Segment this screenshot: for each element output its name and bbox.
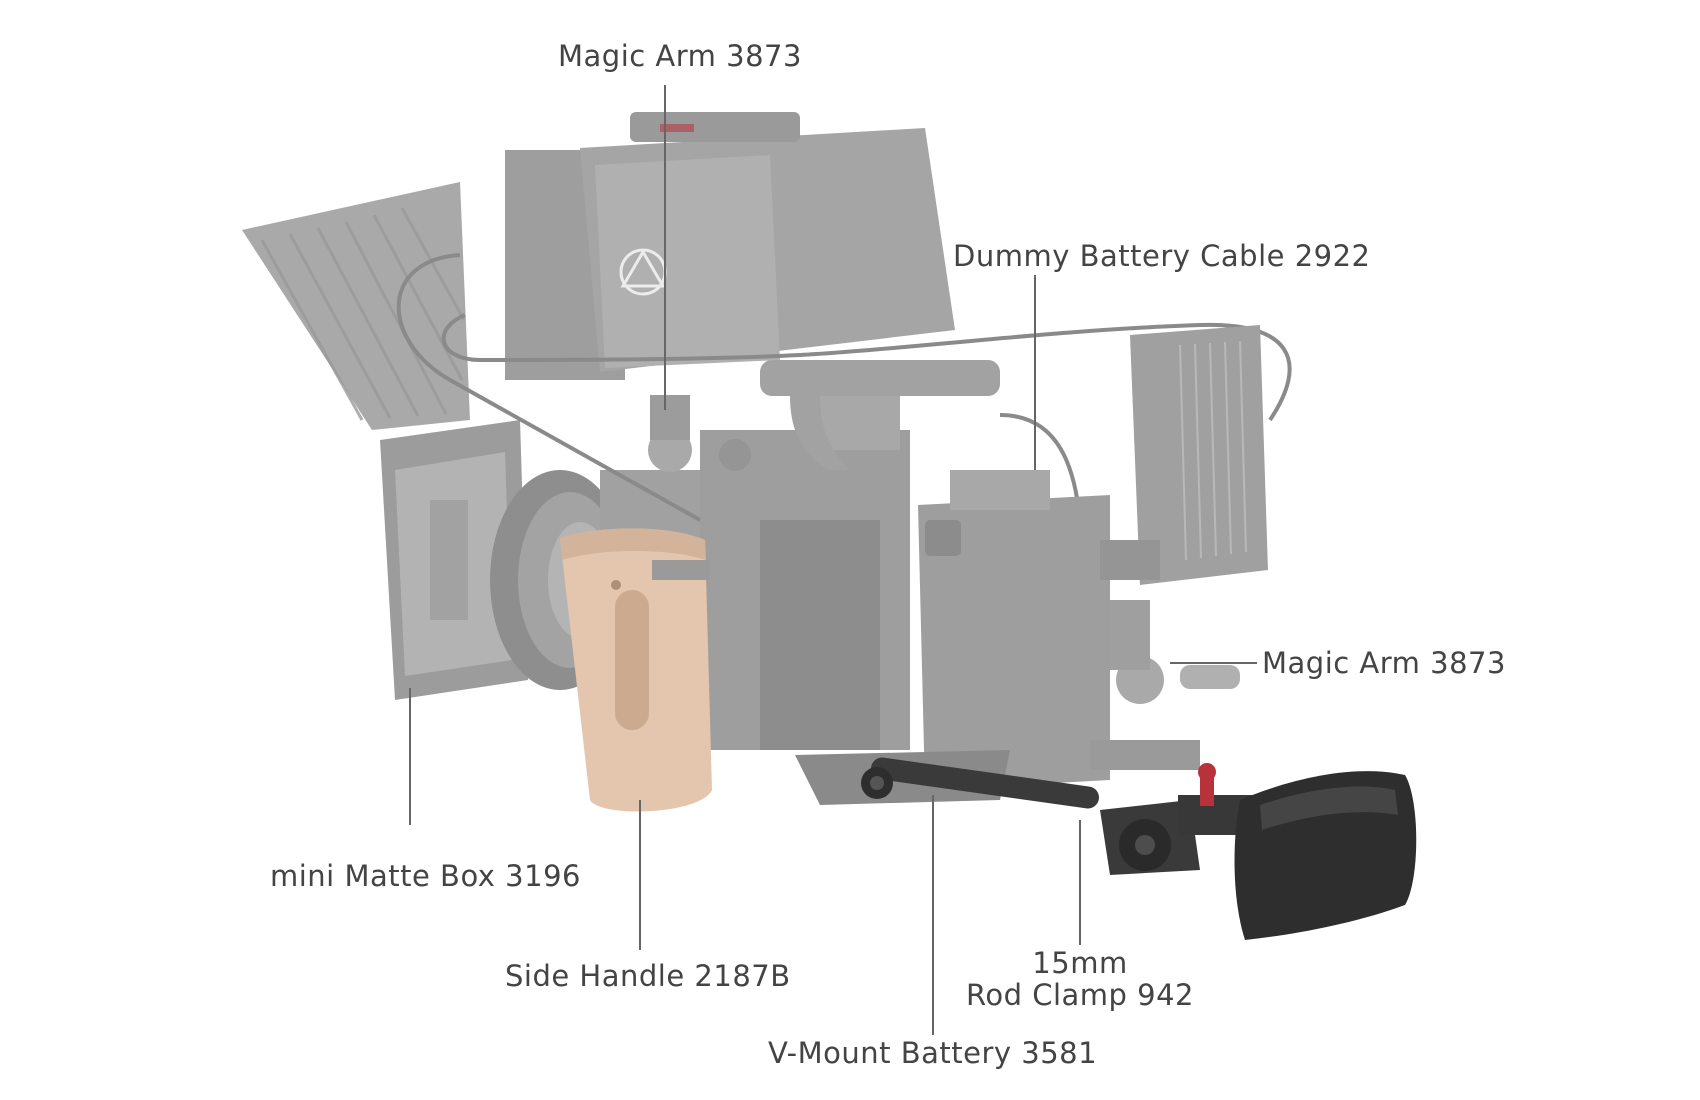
leader-lines	[409, 85, 1257, 1035]
monitor	[505, 112, 955, 380]
top-handle	[760, 360, 1000, 470]
label-v-mount-battery: V-Mount Battery 3581	[768, 1036, 1098, 1070]
side-handle	[560, 528, 712, 812]
shoulder-pad	[1234, 771, 1417, 940]
camera-cage	[700, 390, 910, 750]
label-mini-matte-box: mini Matte Box 3196	[270, 859, 581, 893]
v-mount-battery	[918, 470, 1110, 790]
label-rod-clamp-line2: Rod Clamp 942	[965, 978, 1195, 1012]
label-magic-arm-top: Magic Arm 3873	[558, 39, 802, 73]
label-side-handle: Side Handle 2187B	[505, 959, 791, 993]
magic-arm-top	[648, 395, 751, 472]
wireless-receiver	[1100, 325, 1268, 585]
label-magic-arm-right: Magic Arm 3873	[1262, 646, 1506, 680]
label-rod-clamp: 15mm Rod Clamp 942	[955, 947, 1205, 1011]
label-dummy-battery-cable: Dummy Battery Cable 2922	[953, 239, 1371, 273]
magic-arm-right	[1110, 600, 1240, 704]
mini-matte-box	[380, 420, 528, 700]
matte-box-flag	[242, 182, 470, 430]
label-rod-clamp-line1: 15mm	[1032, 946, 1128, 980]
